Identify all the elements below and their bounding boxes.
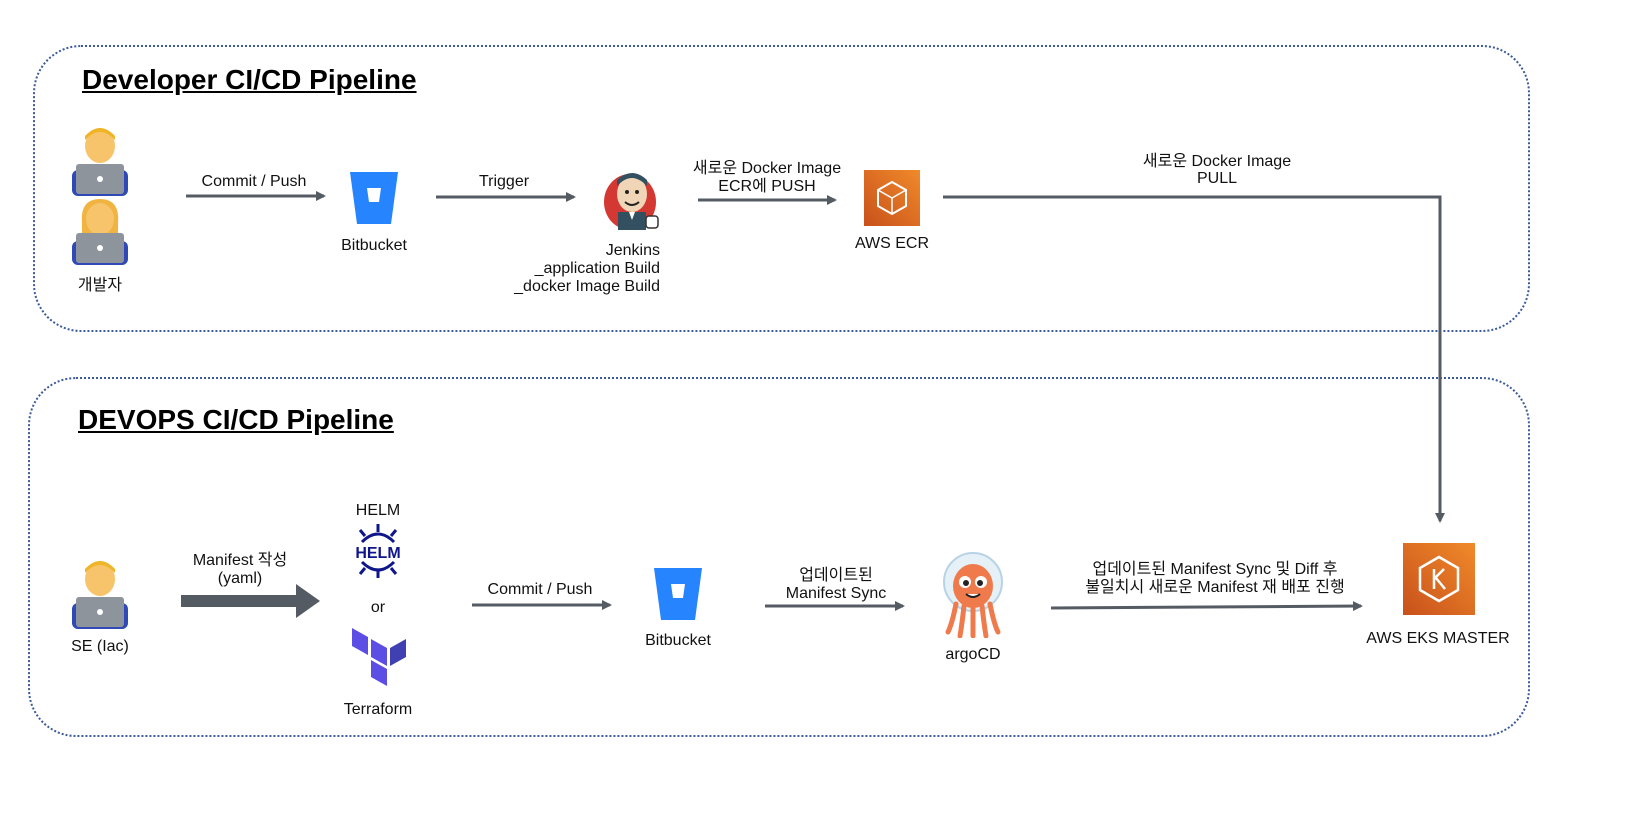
bitbucket-icon [348, 170, 400, 226]
aws-ecr-icon [864, 170, 920, 226]
devops-pipeline-title: DEVOPS CI/CD Pipeline [78, 404, 394, 435]
developer-label: 개발자 [77, 277, 123, 294]
devops-commit-push-label: Commit / Push [487, 581, 593, 598]
developer-pipeline-panel [33, 45, 1530, 332]
terraform-label: Terraform [343, 701, 413, 718]
aws-ecr-label: AWS ECR [854, 235, 930, 252]
helm-logo-text: HELM [355, 545, 400, 562]
aws-eks-icon [1403, 543, 1475, 615]
devops-bitbucket-icon [652, 566, 704, 622]
or-label: or [370, 599, 386, 616]
manifest-yaml-label: (yaml) [217, 570, 263, 587]
aws-eks-label: AWS EKS MASTER [1366, 630, 1510, 647]
jenkins-icon [602, 168, 662, 234]
se-person-icon [70, 559, 130, 629]
ecr-push-label: 새로운 Docker Image [692, 160, 842, 177]
ecr-push-label-2: ECR에 PUSH [718, 178, 816, 195]
arrow-ecr-to-eks [943, 195, 1445, 523]
deploy-label: 업데이트된 Manifest Sync 및 Diff 후 [1092, 561, 1338, 578]
argocd-label: argoCD [945, 646, 1001, 663]
pull-label-2: PULL [1196, 170, 1238, 187]
manifest-label: Manifest 작성 [192, 552, 288, 569]
developer-pipeline-title: Developer CI/CD Pipeline [82, 64, 417, 95]
argocd-icon [938, 552, 1008, 639]
deploy-label-2: 불일치시 새로운 Manifest 재 배포 진행 [1085, 579, 1345, 596]
bitbucket-label: Bitbucket [341, 237, 407, 254]
terraform-icon [352, 628, 406, 686]
pull-label: 새로운 Docker Image [1142, 153, 1292, 170]
jenkins-build-label: _application Build [534, 260, 660, 277]
trigger-label: Trigger [478, 173, 530, 190]
developer-person-icon-2 [70, 197, 130, 265]
helm-label: HELM [355, 502, 401, 519]
manifest-sync-label-2: Manifest Sync [785, 585, 887, 602]
arrow-argocd-to-eks [1050, 601, 1363, 612]
commit-push-label: Commit / Push [201, 173, 307, 190]
se-label: SE (Iac) [71, 638, 129, 655]
devops-bitbucket-label: Bitbucket [645, 632, 711, 649]
manifest-sync-label: 업데이트된 [799, 567, 873, 584]
arrow-manifest-thick [181, 584, 320, 618]
devops-pipeline-panel [28, 377, 1530, 737]
jenkins-label: Jenkins [605, 242, 660, 259]
helm-icon: HELM [348, 522, 408, 580]
jenkins-docker-build-label: _docker Image Build [514, 278, 660, 295]
developer-person-icon [70, 126, 130, 196]
